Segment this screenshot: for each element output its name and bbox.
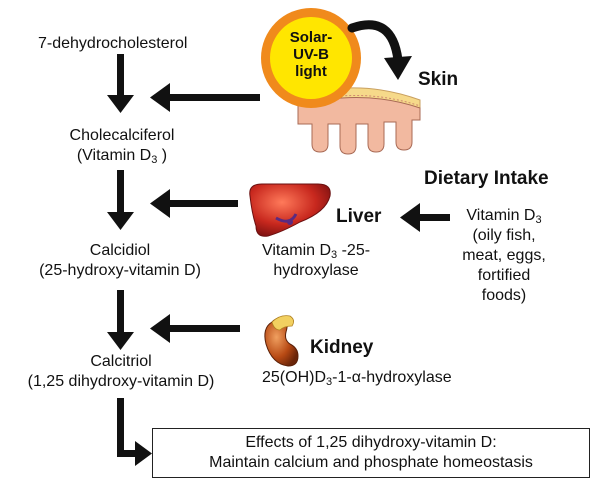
dietary-line3: meat, eggs,	[462, 247, 546, 264]
arrow-calcidiol-to-calcitriol	[107, 290, 134, 350]
liver-label: Liver	[336, 206, 382, 227]
arrow-liver-to-pathway	[150, 189, 238, 218]
dietary-line5: foods)	[481, 287, 527, 304]
arrow-chole-to-calcidiol	[107, 170, 134, 230]
effects-line1: Effects of 1,25 dihydroxy-vitamin D:	[245, 434, 497, 451]
calcitriol-label: Calcitriol (1,25 dihydroxy-vitamin D)	[10, 352, 232, 392]
liver-enzyme-line2: hydroxylase	[273, 262, 359, 279]
arrow-skin-to-pathway	[150, 83, 260, 112]
cholecalciferol-name: Cholecalciferol	[69, 127, 175, 144]
arrow-calcitriol-to-effects	[117, 398, 152, 466]
sun-icon	[261, 8, 361, 108]
calcidiol-synonym: (25-hydroxy-vitamin D)	[39, 262, 201, 279]
dietary-sources: Vitamin D3 (oily fish, meat, eggs, forti…	[446, 206, 562, 306]
kidney-label: Kidney	[310, 337, 374, 358]
dietary-intake-title: Dietary Intake	[424, 168, 549, 189]
calcidiol-label: Calcidiol (25-hydroxy-vitamin D)	[20, 241, 220, 281]
calcitriol-name: Calcitriol	[90, 353, 152, 370]
arrow-diet-to-liver	[400, 203, 450, 232]
arrow-dehydro-to-chole	[107, 54, 134, 113]
kidney-icon	[264, 315, 299, 367]
liver-enzyme-line1: Vitamin D3 -25-	[261, 242, 371, 261]
sun-label-line3: light	[295, 63, 327, 80]
sun-label: Solar- UV-B light	[266, 29, 356, 80]
dietary-line1: Vitamin D3	[466, 207, 542, 226]
dietary-line4: fortified	[477, 267, 531, 284]
dehydrocholesterol-label: 7-dehydrocholesterol	[38, 35, 188, 52]
arrow-kidney-to-pathway	[150, 314, 240, 343]
calcitriol-synonym: (1,25 dihydroxy-vitamin D)	[27, 373, 215, 390]
liver-enzyme: Vitamin D3 -25- hydroxylase	[236, 241, 396, 281]
effects-line2: Maintain calcium and phosphate homeostas…	[209, 454, 533, 471]
sun-label-line1: Solar-	[289, 29, 333, 46]
dietary-line2: (oily fish,	[472, 227, 536, 244]
effects-box: Effects of 1,25 dihydroxy-vitamin D: Mai…	[152, 428, 590, 478]
sun-label-line2: UV-B	[293, 46, 329, 63]
calcidiol-name: Calcidiol	[89, 242, 151, 259]
kidney-enzyme: 25(OH)D3-1-α-hydroxylase	[262, 369, 452, 388]
cholecalciferol-label: Cholecalciferol (Vitamin D3 )	[52, 126, 192, 166]
skin-label: Skin	[418, 69, 459, 90]
cholecalciferol-synonym: (Vitamin D3 )	[76, 147, 168, 166]
liver-icon	[249, 183, 331, 237]
curved-arrow-sun-to-skin	[347, 20, 412, 80]
